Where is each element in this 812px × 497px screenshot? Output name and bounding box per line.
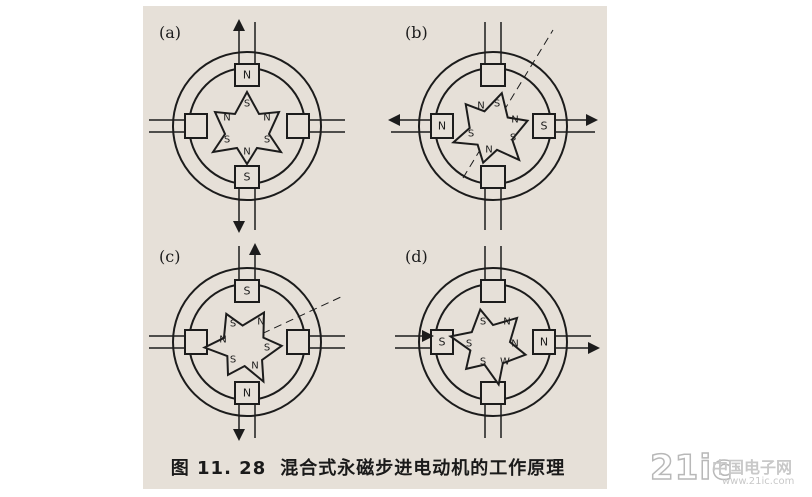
pole-label-top: S [244, 285, 251, 298]
rotor-pole-label: S [480, 357, 486, 368]
rotor-pole-label: W [500, 357, 510, 368]
rotor-pole-label: S [468, 129, 474, 140]
rotor-pole-label: S [264, 135, 270, 146]
figure-caption: 图 11. 28 混合式永磁步进电动机的工作原理 [143, 454, 607, 480]
scanned-figure-background [143, 6, 607, 489]
rotor-pole-label: S [466, 339, 472, 350]
panel-a: (a) N S S N S N S N [149, 19, 345, 233]
rotor-pole-label: N [243, 147, 250, 158]
stator-pole-top [480, 63, 506, 87]
rotor-pole-label: S [230, 355, 236, 366]
stator-pole-top [234, 63, 260, 87]
stator-pole-left [184, 113, 208, 139]
stator-pole-bottom [234, 165, 260, 189]
rotor-pole-label: N [485, 145, 492, 156]
rotor-pole-label: S [230, 319, 236, 330]
stator-pole-right [286, 113, 310, 139]
rotor-pole-label: S [480, 317, 486, 328]
stator-pole-left [430, 329, 454, 355]
rotor-pole-label: N [219, 335, 226, 346]
rotor-axis-line [462, 29, 554, 179]
stator-pole-left [184, 329, 208, 355]
stator-pole-bottom [234, 381, 260, 405]
panel-d-label: (d) [405, 247, 428, 266]
figure-number: 图 11. 28 [170, 458, 267, 479]
pole-label-left: N [438, 120, 446, 133]
rotor-pole-label: N [511, 115, 518, 126]
rotor-pole-label: S [494, 99, 500, 110]
pole-label-right: S [541, 120, 548, 133]
panel-b-label: (b) [405, 23, 428, 42]
stator-pole-top [234, 279, 260, 303]
stator-pole-right [532, 329, 556, 355]
rotor-pole-label: S [264, 343, 270, 354]
pole-label-bottom: N [243, 387, 251, 400]
rotor [448, 307, 528, 387]
panel-c: (c) S N S N S N S N [149, 243, 345, 441]
rotor [210, 89, 284, 166]
rotor [451, 91, 530, 165]
stator-pole-top [480, 279, 506, 303]
watermark-site-name: 中国电子网 [712, 458, 793, 477]
stator-outer-ring [172, 267, 322, 417]
rotor-pole-label: S [510, 133, 516, 144]
stepper-motor-diagram: (a) N S S N S N S N (b) N [149, 19, 600, 441]
stator-pole-bottom [480, 165, 506, 189]
rotor-pole-label: N [257, 317, 264, 328]
stator-outer-ring [418, 51, 568, 201]
pole-label-right: N [540, 336, 548, 349]
panel-b: (b) N S S N S N S N [388, 22, 598, 230]
rotor-axis-line [226, 295, 344, 351]
rotor-pole-label: N [477, 101, 484, 112]
pole-label-top: N [243, 69, 251, 82]
rotor [202, 310, 284, 384]
rotor-pole-label: S [244, 99, 250, 110]
watermark-url: www.21ic.com [722, 476, 795, 487]
stator-outer-ring [172, 51, 322, 201]
rotor-pole-label: S [224, 135, 230, 146]
rotor-pole-label: N [263, 113, 270, 124]
stator-pole-right [286, 329, 310, 355]
watermark-logo: 21ic 中国电子网 www.21ic.com [649, 447, 812, 494]
pole-label-left: S [439, 336, 446, 349]
stator-pole-left [430, 113, 454, 139]
panel-d: (d) S N S N S N W S [395, 246, 600, 438]
panel-a-label: (a) [159, 23, 181, 42]
rotor-pole-label: N [251, 361, 258, 372]
stator-outer-ring [418, 267, 568, 417]
stator-pole-bottom [480, 381, 506, 405]
stator-pole-right [532, 113, 556, 139]
watermark-logo-text: 21ic [649, 447, 734, 489]
pole-label-bottom: S [244, 171, 251, 184]
rotor-pole-label: N [511, 339, 518, 350]
figure-title: 混合式永磁步进电动机的工作原理 [280, 458, 566, 479]
rotor-pole-label: N [223, 113, 230, 124]
panel-c-label: (c) [159, 247, 180, 266]
rotor-pole-label: N [503, 317, 510, 328]
